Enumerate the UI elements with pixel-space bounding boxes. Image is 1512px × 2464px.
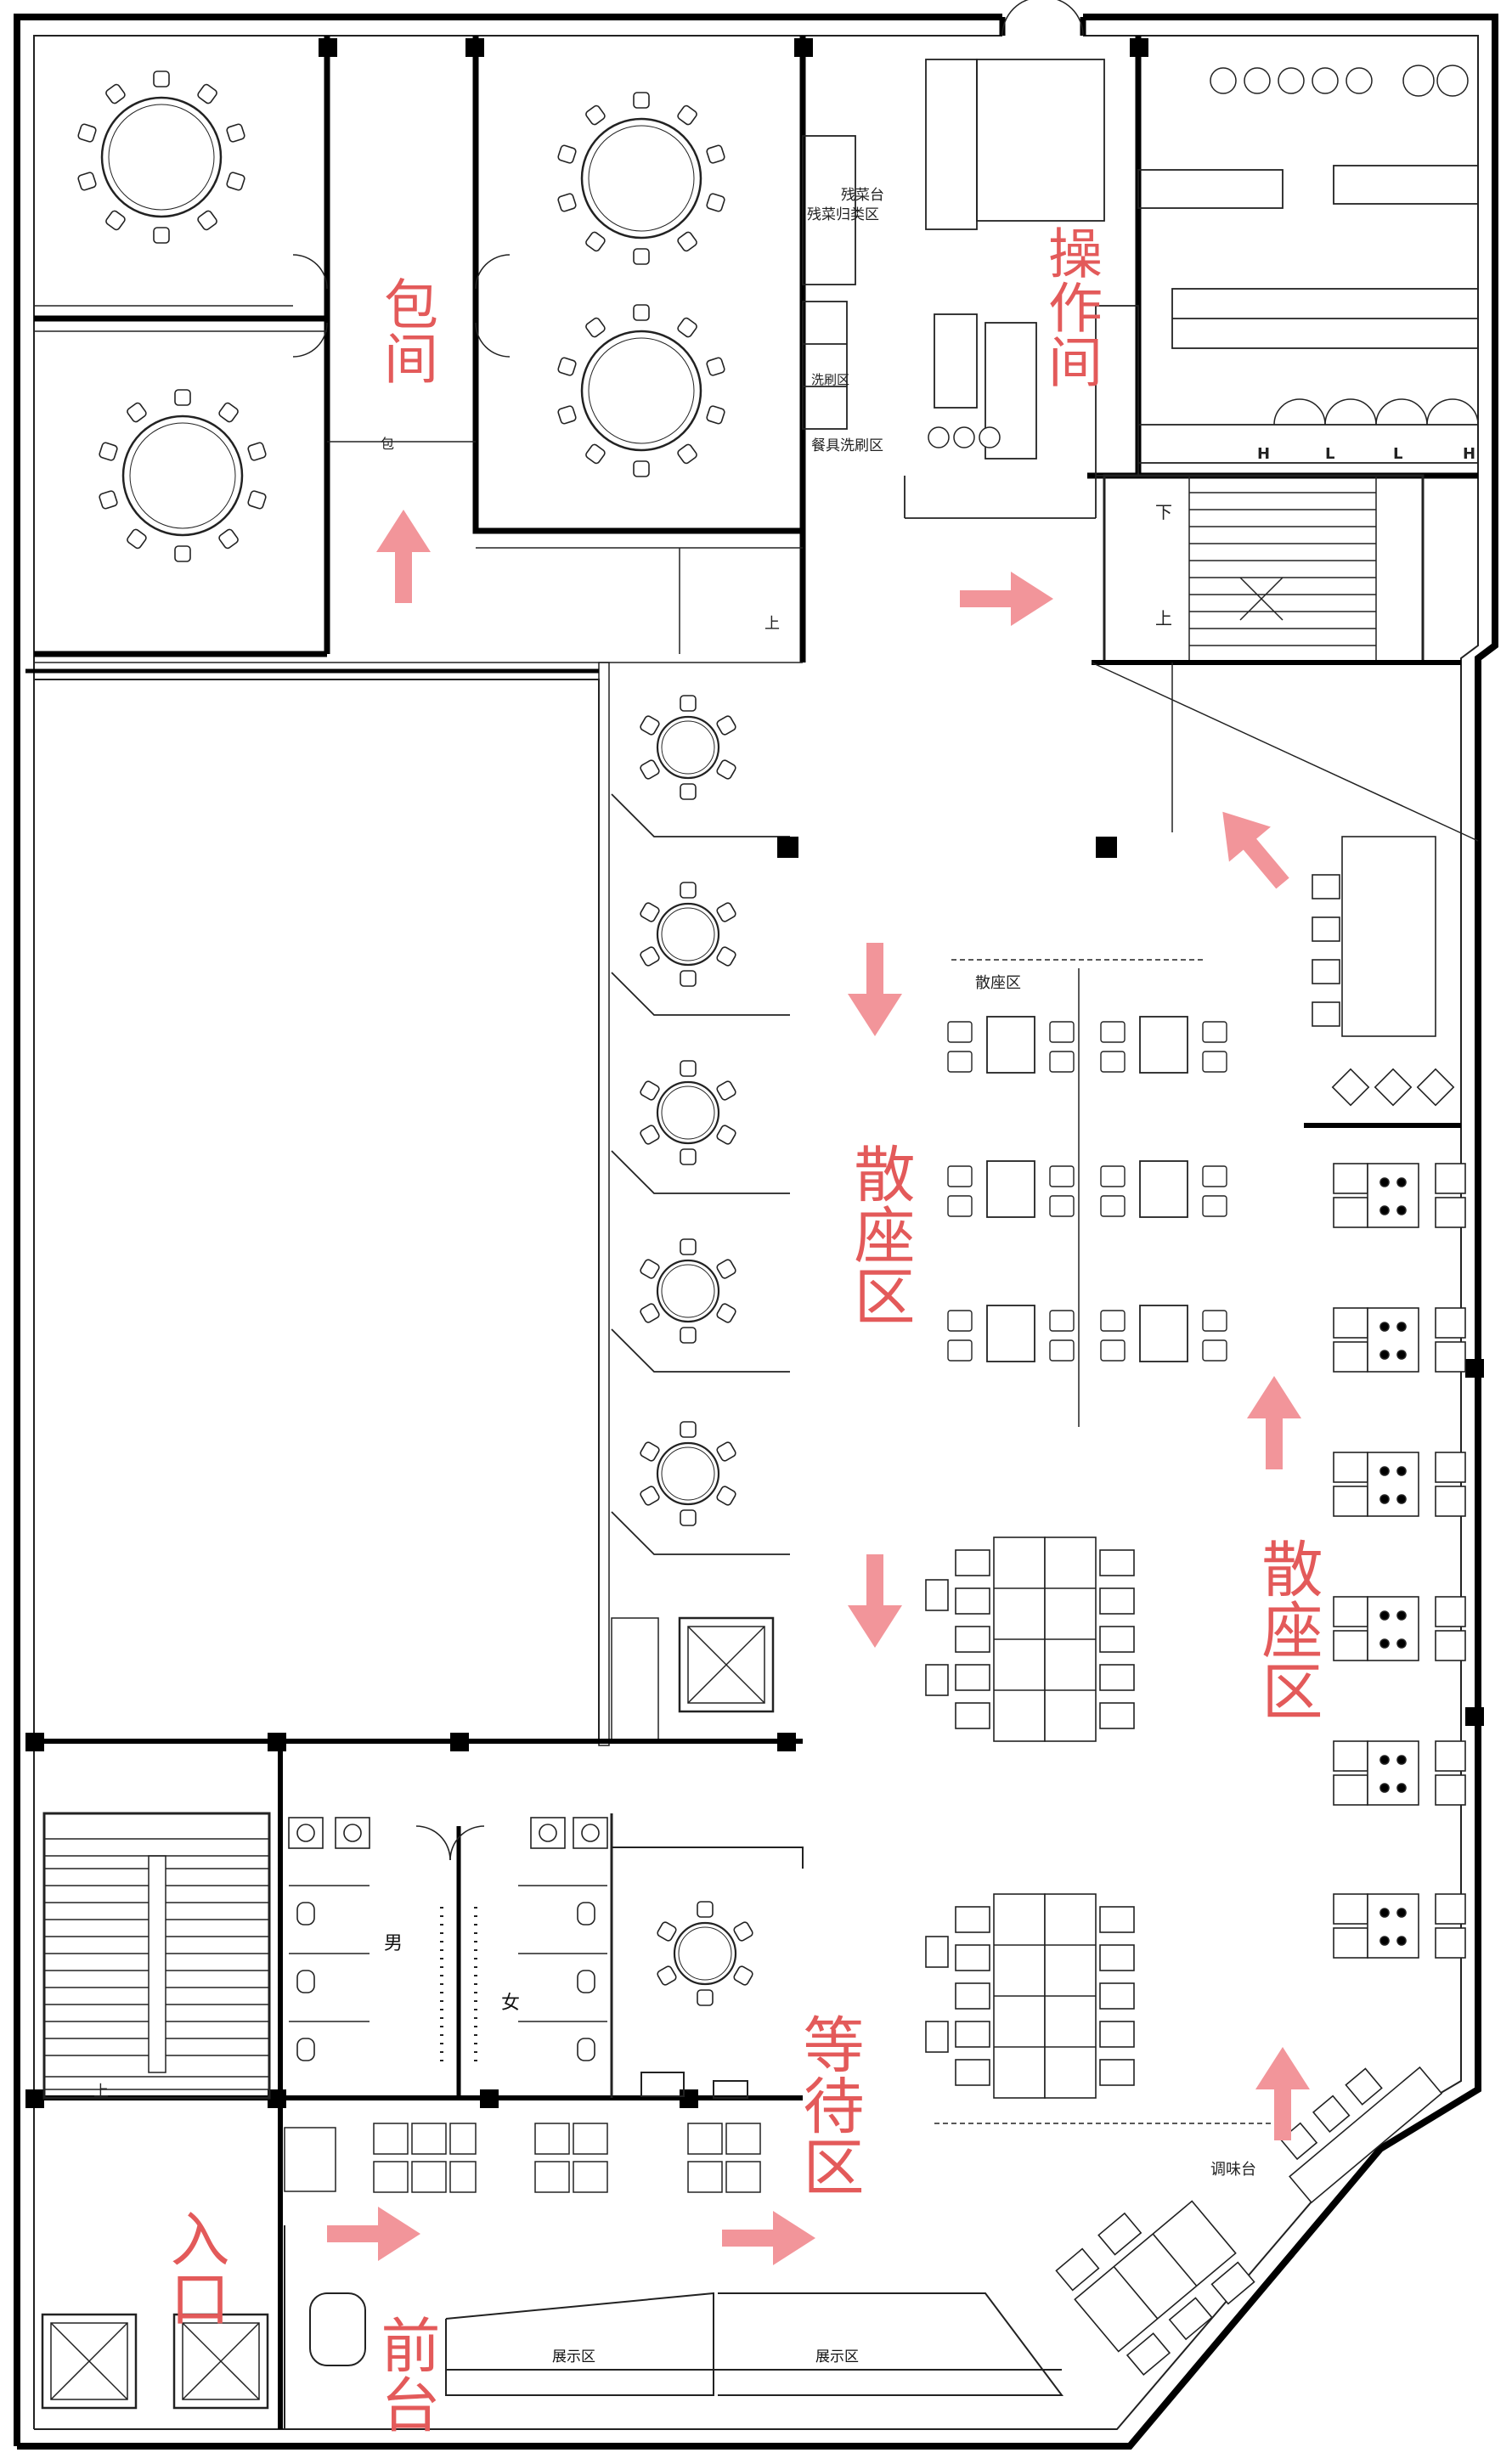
- round-table-booth-2: [640, 882, 737, 986]
- kitchen-area: 残菜台 残菜归类区 洗刷区 餐具洗刷区 H L L H: [802, 0, 1479, 519]
- room-small-label: 包: [381, 436, 394, 452]
- bottom-staircase: 上: [42, 1812, 271, 2100]
- zone-open-seating-1: 散座区: [843, 1142, 915, 1326]
- round-table-booth-3: [640, 1061, 737, 1164]
- h-label-1: H: [1257, 445, 1270, 463]
- round-table-booth-5: [640, 1422, 737, 1525]
- waiting-seats: [284, 2123, 761, 2193]
- wash-area-label: 餐具洗刷区: [811, 437, 883, 454]
- l-label-1: L: [1325, 445, 1334, 463]
- center-square-tables: 散座区: [947, 974, 1227, 1362]
- zone-open-seating-2: 散座区: [1251, 1537, 1323, 1721]
- round-table-room-3: [557, 93, 725, 264]
- zone-entrance: 入口: [161, 2208, 230, 2327]
- outer-wall-inner-line: [33, 35, 1479, 2430]
- front-desk-display: 展示区 展示区: [284, 2225, 1063, 2429]
- corner-seating: 调味台: [1055, 2066, 1443, 2377]
- zone-kitchen: 操作间: [1039, 225, 1102, 388]
- zone-labels: 包间 操作间 散座区 散座区 等待区 入口 前台: [161, 225, 1323, 2433]
- round-table-room-2: [99, 390, 267, 561]
- top-staircase: 下 上: [1103, 474, 1425, 664]
- left-hall: [25, 662, 610, 1746]
- open-seating-small-label: 散座区: [975, 974, 1021, 992]
- up-label-3: 上: [93, 2083, 109, 2100]
- bottom-elevator-2: [172, 2313, 269, 2410]
- women-label: 女: [501, 1993, 520, 2014]
- middle-stair-block: [611, 1617, 659, 1742]
- booth-tables-column: [611, 695, 793, 1555]
- long-tables: [925, 1536, 1135, 2099]
- round-table-room-1: [76, 70, 246, 244]
- down-label: 下: [1155, 502, 1172, 522]
- l-label-2: L: [1393, 445, 1402, 463]
- seasoning-label: 调味台: [1210, 2161, 1256, 2179]
- middle-elevator: [678, 1616, 775, 1713]
- zone-private-room: 包间: [375, 276, 437, 385]
- men-label: 男: [384, 1933, 403, 1954]
- restrooms: 男 女: [288, 1813, 613, 2098]
- zone-front-desk: 前台: [371, 2315, 441, 2433]
- round-table-room-4: [557, 305, 725, 476]
- scrap-sort-label: 残菜归类区: [807, 206, 879, 223]
- dish-station-label: 残菜台: [841, 187, 884, 204]
- up-label-1: 上: [764, 615, 780, 633]
- h-label-2: H: [1463, 445, 1475, 463]
- display-label-2: 展示区: [815, 2348, 859, 2365]
- round-table-booth-1: [638, 695, 738, 800]
- up-label-2: 上: [1155, 608, 1172, 629]
- bottom-elevator-1: [41, 2313, 138, 2410]
- round-table-booth-4: [640, 1239, 737, 1343]
- waiting-room-table: [612, 1847, 804, 2099]
- wash-sink-label: 洗刷区: [811, 372, 849, 387]
- zone-waiting: 等待区: [793, 2013, 864, 2196]
- right-booths: [1312, 836, 1466, 1959]
- display-label-1: 展示区: [552, 2348, 595, 2365]
- columns: [25, 38, 1484, 2108]
